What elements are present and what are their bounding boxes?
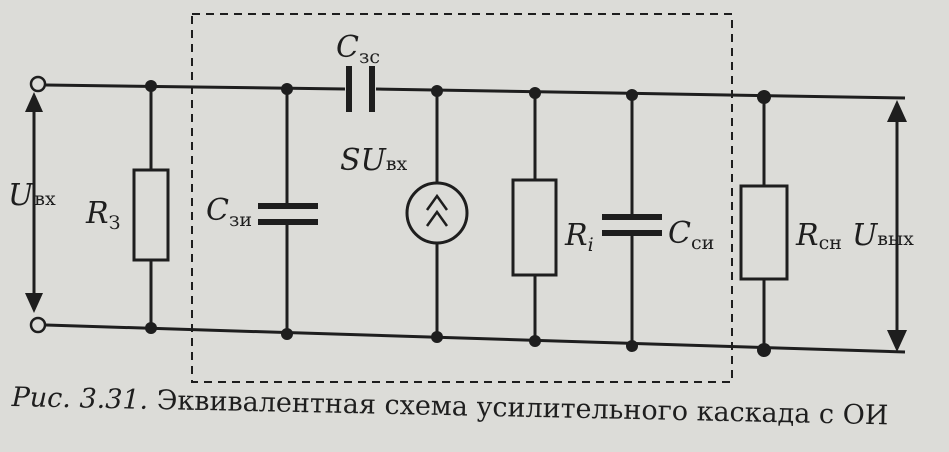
junction-dot xyxy=(431,85,443,97)
top-rail-right xyxy=(375,87,906,100)
junction-dot xyxy=(757,343,771,357)
resistor-ri xyxy=(511,178,558,277)
junction-dot xyxy=(281,328,293,340)
junction-dot xyxy=(626,340,638,352)
junction-dot xyxy=(145,322,157,334)
uout-arrowhead-up-icon xyxy=(887,100,907,122)
input-terminal-top xyxy=(29,75,47,93)
label-uout: Uвых xyxy=(852,218,914,253)
label-uin: Uвх xyxy=(8,178,56,213)
junction-dot xyxy=(757,90,771,104)
resistor-r3 xyxy=(132,168,170,262)
top-rail xyxy=(45,83,346,91)
label-ri: Ri xyxy=(564,218,594,256)
junction-dot xyxy=(529,87,541,99)
current-source-arrows-icon xyxy=(425,193,449,227)
label-r3: RЗ xyxy=(85,196,120,234)
transistor-model-box xyxy=(191,13,733,383)
bottom-rail xyxy=(45,323,906,354)
label-czi: Cзи xyxy=(206,193,252,231)
junction-dot xyxy=(626,89,638,101)
junction-dot xyxy=(431,331,443,343)
input-terminal-bottom xyxy=(29,316,47,334)
uin-arrowhead-down-icon xyxy=(25,293,43,313)
resistor-rsn xyxy=(739,184,789,281)
uout-arrowhead-down-icon xyxy=(887,330,907,352)
label-czc: Cзс xyxy=(336,30,380,68)
junction-dot xyxy=(529,335,541,347)
uin-arrowhead-up-icon xyxy=(25,92,43,112)
label-rsn: Rсн xyxy=(795,218,842,254)
figure-number: Рис. 3.31. xyxy=(11,382,149,416)
label-csi: Cси xyxy=(668,216,714,254)
junction-dot xyxy=(281,83,293,95)
label-su: SUвх xyxy=(340,143,408,178)
junction-dot xyxy=(145,80,157,92)
